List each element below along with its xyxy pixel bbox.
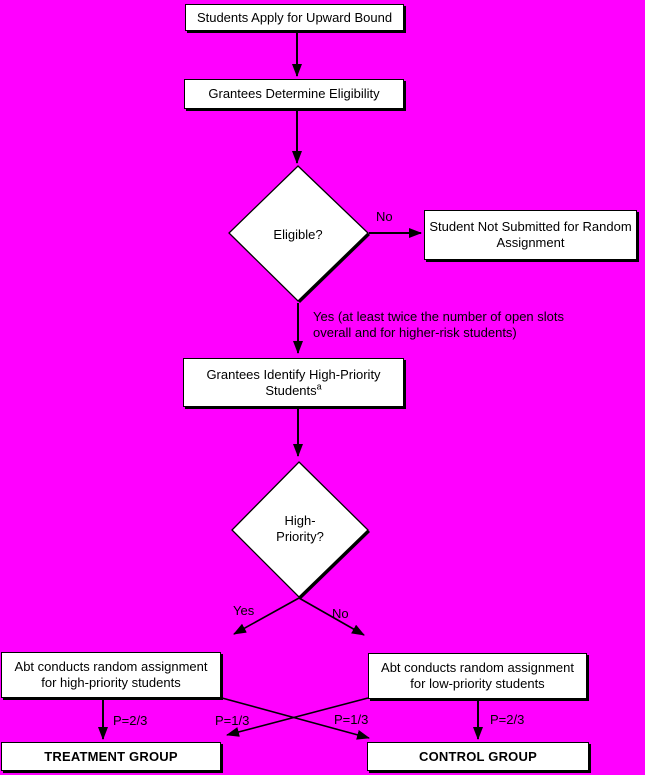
box-not-submitted: Student Not Submitted for Random Assignm… bbox=[424, 210, 637, 260]
edge-label-p-high-treatment: P=2/3 bbox=[113, 713, 148, 728]
box-abt-high-priority: Abt conducts random assignment for high-… bbox=[1, 652, 221, 698]
edge-label-p-low-control: P=2/3 bbox=[490, 712, 525, 727]
edge-label-no-eligible: No bbox=[376, 209, 393, 224]
box-abt-low-line2: for low-priority students bbox=[410, 676, 545, 691]
edge-label-p-low-treatment: P=1/3 bbox=[215, 713, 250, 728]
box-identify-line2: Studentsa bbox=[265, 381, 322, 398]
box-not-submitted-line1: Student Not Submitted for Random bbox=[429, 219, 632, 234]
arrow-yes-to-abt-high bbox=[233, 597, 300, 635]
footnote-marker: a bbox=[316, 381, 322, 392]
high-priority-decision-label: High- Priority? bbox=[250, 513, 350, 545]
box-abt-high-line2: for high-priority students bbox=[41, 675, 181, 690]
high-priority-diamond bbox=[231, 461, 369, 598]
yes-eligible-line1: Yes (at least twice the number of open s… bbox=[313, 309, 564, 324]
eligible-decision-label: Eligible? bbox=[273, 227, 323, 242]
box-treatment-group: TREATMENT GROUP bbox=[1, 742, 221, 771]
high-priority-label-line1: High- bbox=[284, 513, 316, 528]
eligible-diamond bbox=[228, 165, 369, 302]
box-abt-low-priority: Abt conducts random assignment for low-p… bbox=[368, 653, 587, 699]
box-abt-high-line1: Abt conducts random assignment bbox=[14, 659, 208, 674]
yes-eligible-line2: overall and for higher-risk students) bbox=[313, 325, 517, 340]
box-control-group: CONTROL GROUP bbox=[367, 742, 589, 771]
box-identify-line1: Grantees Identify High-Priority bbox=[206, 366, 381, 382]
high-priority-label-line2: Priority? bbox=[276, 529, 324, 544]
edge-label-p-high-control: P=1/3 bbox=[334, 712, 369, 727]
box-not-submitted-line2: Assignment bbox=[496, 235, 565, 250]
box-abt-low-line1: Abt conducts random assignment bbox=[381, 660, 574, 675]
arrow-abt-low-to-treatment bbox=[226, 697, 369, 737]
edge-label-yes-high-priority: Yes bbox=[233, 603, 255, 618]
edge-label-yes-eligible: Yes (at least twice the number of open s… bbox=[313, 309, 564, 341]
arrow-no-to-abt-low bbox=[298, 597, 365, 636]
arrow-abt-high-to-control bbox=[221, 697, 370, 740]
box-grantees-eligibility: Grantees Determine Eligibility bbox=[184, 79, 404, 109]
box-identify-high-priority: Grantees Identify High-Priority Students… bbox=[183, 358, 404, 407]
edge-label-no-high-priority: No bbox=[332, 606, 349, 621]
box-students-apply: Students Apply for Upward Bound bbox=[185, 4, 404, 31]
